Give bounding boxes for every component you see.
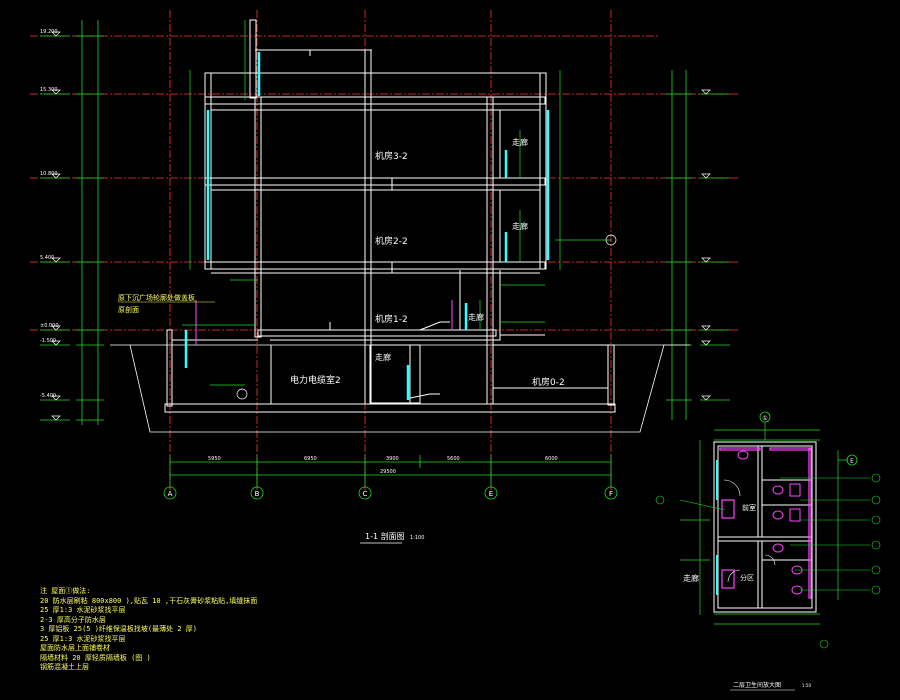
plan-title: 二层卫生间放大图: [733, 681, 781, 689]
axis-bubble-labels: A B C E F: [168, 490, 613, 498]
plan-fixtures: [737, 450, 803, 595]
plan-dimension-lines: [680, 422, 848, 625]
inner-dimension-lines: [182, 20, 612, 386]
level-label: 15.300: [40, 87, 58, 93]
note-line: 注 屋面①做法:: [40, 587, 91, 595]
left-level-labels: 19.200 15.300 10.800 5.400 ±0.000 -1.500…: [40, 29, 59, 399]
room-label-corridor-0: 走廊: [375, 352, 391, 362]
plan-axis-bubble-top: [759, 411, 771, 423]
room-label-r3: 机房3-2: [375, 150, 408, 162]
plan-scale: 1:50: [802, 683, 811, 688]
marker-lines: [195, 300, 453, 345]
design-notes: 注 屋面①做法: 20 防水层刷粘 800x800 ),贴瓦 10 ,干石灰膏砂…: [40, 587, 257, 673]
note-line: 隔墙材料 20 厚轻质隔墙板 (图 ): [40, 653, 151, 662]
note-line: 25 厚1:3 水泥砂浆找平层: [40, 606, 126, 614]
level-label: 10.800: [40, 171, 58, 177]
room-labels: 机房3-2 机房2-2 机房1-2 电力电缆室2 机房0-2 走廊 走廊 走廊 …: [290, 137, 565, 388]
dim-label: 6950: [304, 456, 317, 462]
dim-label: 3900: [386, 456, 399, 462]
annotation-text-2: 原剖面: [118, 305, 139, 314]
section-scale: 1:100: [410, 535, 424, 541]
section-title-block: 1-1 剖面图 1:100: [360, 531, 424, 544]
building-structure: [164, 19, 616, 413]
section-annotations: 原下沉广场轮廓处做盖板 原剖面: [118, 234, 617, 400]
note-line: 25 厚1:3 水泥砂浆找平层: [40, 634, 126, 643]
annotation-text: 原下沉广场轮廓处做盖板: [118, 293, 195, 302]
plan-door-swings: [723, 479, 776, 583]
bottom-dimension-lines: [169, 455, 612, 482]
note-line: 20 防水层刷粘 800x800 ),贴瓦 10 ,干石灰膏砂浆粘贴,填缝抹面: [40, 596, 258, 605]
level-label: -5.400: [40, 393, 56, 399]
dim-label: 6000: [545, 456, 558, 462]
dim-label: 5600: [447, 456, 460, 462]
left-dimension-chain: [40, 20, 104, 425]
plan-label-front-room: 前室: [742, 503, 756, 512]
plan-labels: 走廊 前室 分区 二层卫生间放大图 1:50: [683, 503, 811, 691]
note-line: 屋面防水层上面铺卷材: [40, 644, 110, 652]
axis-label: C: [363, 490, 368, 498]
plan-axis-label-right: E: [850, 458, 854, 465]
dim-total-label: 29500: [380, 469, 396, 475]
level-label: 19.200: [40, 29, 58, 35]
note-line: 钢筋混凝土上层: [40, 663, 89, 671]
dim-label: 5950: [208, 456, 221, 462]
room-label-corridor-2: 走廊: [512, 221, 528, 231]
plan-leader-lines: [655, 473, 881, 649]
room-label-r1: 机房1-2: [375, 313, 408, 325]
axis-label: A: [168, 490, 173, 498]
room-label-corridor-1: 走廊: [468, 312, 484, 322]
plan-label-zone: 分区: [740, 573, 754, 582]
plan-magenta-walls: [719, 447, 812, 599]
level-label: 5.400: [40, 255, 54, 261]
axis-bubbles: [163, 482, 618, 500]
plan-axis-bubble-right: [846, 454, 858, 466]
section-title: 1-1 剖面图: [365, 531, 405, 541]
axis-label: E: [489, 490, 493, 498]
plan-label-corridor: 走廊: [683, 573, 699, 583]
axis-grid-lines: [30, 10, 740, 490]
right-level-markers: [701, 89, 711, 401]
plan-walls: [713, 441, 817, 613]
left-level-markers: [51, 31, 61, 421]
axis-label: F: [609, 490, 613, 498]
note-line: 3 厚铝板 25(5 )纤维保温板找坡(最薄处 2 厚): [40, 625, 198, 633]
level-label: ±0.000: [40, 323, 59, 329]
note-line: 2-3 厚高分子防水层: [40, 615, 106, 624]
room-label-r0: 机房0-2: [532, 376, 565, 388]
room-label-r2: 机房2-2: [375, 235, 408, 247]
plan-axis-label-top: ①: [762, 415, 767, 422]
right-dimension-chain: [666, 70, 730, 420]
axis-label: B: [255, 490, 260, 498]
room-label-power: 电力电缆室2: [290, 374, 341, 386]
room-label-corridor-3: 走廊: [512, 137, 528, 147]
glazing-elements: [184, 52, 550, 400]
bottom-dimension-labels: 5950 6950 3900 5600 6000 29500: [208, 456, 558, 475]
level-label: -1.500: [40, 338, 56, 344]
